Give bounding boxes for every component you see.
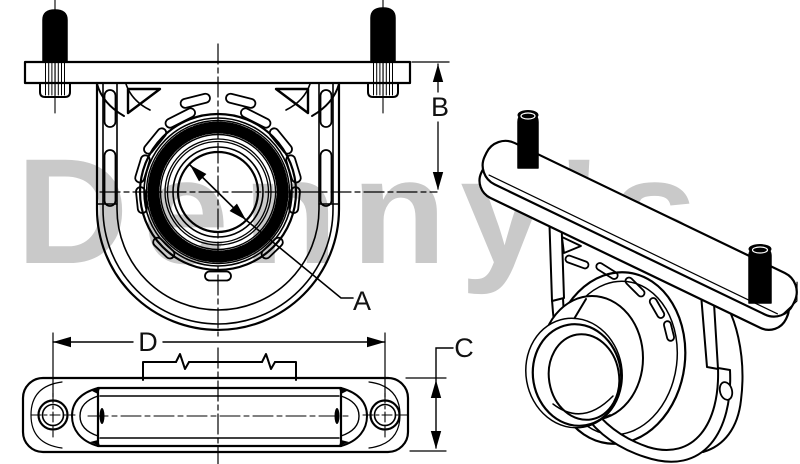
dimension-a: A [189, 164, 371, 316]
mounting-hole-right [362, 392, 408, 438]
wall-slots [103, 89, 333, 207]
dimension-b: B [411, 61, 450, 190]
iso-plate [478, 139, 798, 331]
mounting-stud-left [42, 9, 68, 63]
break-symbol [175, 353, 190, 370]
dimension-d-label: D [138, 327, 158, 357]
arrowhead [432, 172, 444, 190]
label-a-leader [245, 219, 354, 299]
dimension-d: D [52, 327, 386, 398]
arrowhead [430, 380, 442, 398]
bottom-view [21, 347, 410, 464]
bearing-rings [138, 112, 298, 272]
dimension-b-label: B [431, 92, 449, 122]
bracket-tab [142, 353, 297, 381]
washer-left [39, 82, 71, 98]
front-view [23, 0, 438, 337]
arrowhead [229, 203, 246, 220]
base-plate-outline [21, 376, 410, 454]
washer-right [367, 82, 399, 98]
arrowhead [53, 336, 71, 348]
cushion-body [71, 386, 368, 448]
mounting-plate [23, 60, 412, 85]
arrowhead [430, 431, 442, 449]
rubber-cushion-ring [147, 121, 289, 263]
arrowhead [367, 336, 385, 348]
mounting-stud-right [370, 7, 396, 63]
mounting-hole-left [30, 392, 76, 438]
triangle-cutout-right [274, 87, 310, 115]
dimension-c: C [405, 333, 474, 452]
triangle-cutout-left [126, 87, 162, 115]
tube-bore [547, 333, 621, 421]
arrowhead [190, 165, 207, 182]
bore-circle [176, 150, 260, 234]
thread-hatch [45, 62, 393, 96]
dimension-a-label: A [353, 286, 371, 316]
iso-stud-left [517, 110, 539, 169]
break-symbol [261, 353, 276, 370]
dimension-c-label: C [454, 333, 474, 363]
iso-small-hole [718, 381, 734, 401]
gussets [96, 83, 340, 117]
iso-stud-right [748, 244, 772, 304]
arrowhead [432, 64, 444, 82]
iso-sleeve-tube [525, 295, 644, 429]
iso-view [478, 110, 798, 463]
